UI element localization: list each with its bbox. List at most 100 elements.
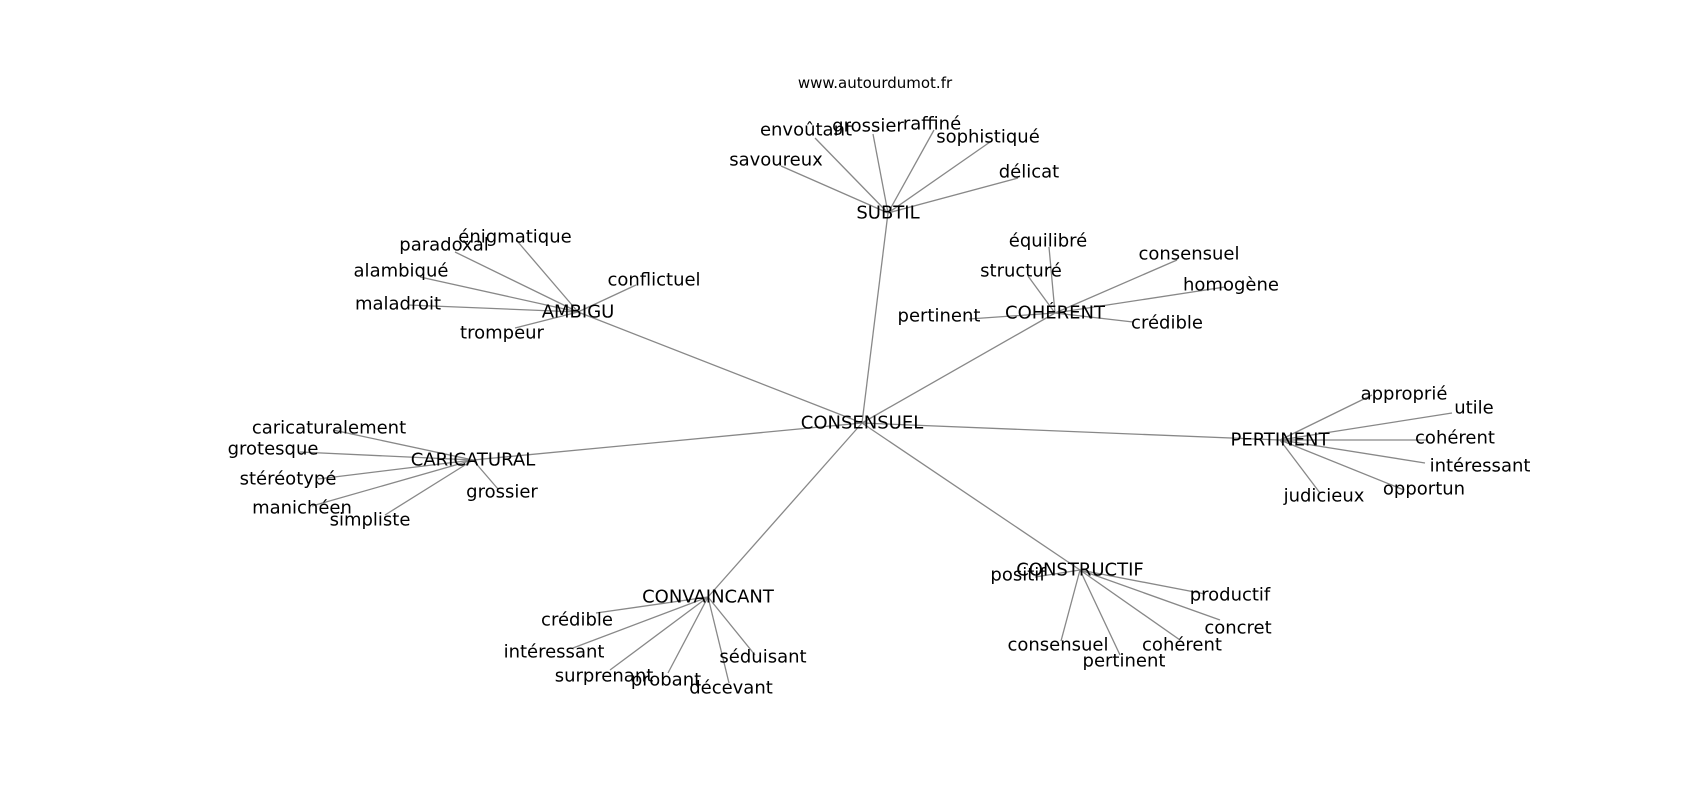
edge-coherent-equilibre <box>1048 246 1056 314</box>
edge-center-convaincant <box>707 422 863 598</box>
hub-node-subtil[interactable]: SUBTIL <box>856 203 919 224</box>
edge-coherent-pertinent <box>968 312 1056 320</box>
leaf-node-constructif-concret[interactable]: concret <box>1204 618 1271 639</box>
leaf-node-caricatural-grotesque[interactable]: grotesque <box>228 439 319 460</box>
leaf-node-ambigu-trompeur[interactable]: trompeur <box>460 323 545 344</box>
leaf-node-constructif-productif[interactable]: productif <box>1190 585 1271 606</box>
leaf-node-ambigu-alambique[interactable]: alambiqué <box>354 261 449 282</box>
edge-subtil-sophistique <box>887 141 991 214</box>
edge-coherent-consensuel <box>1054 259 1178 314</box>
leaf-node-subtil-envoutant[interactable]: envoûtant <box>760 120 852 141</box>
hub-node-constructif[interactable]: CONSTRUCTIF <box>1016 560 1144 581</box>
leaf-node-subtil-raffine[interactable]: raffiné <box>903 114 961 135</box>
edge-center-coherent <box>861 312 1056 424</box>
edge-ambigu-alambique <box>419 276 579 313</box>
leaf-node-convaincant-decevant[interactable]: décevant <box>689 678 773 699</box>
leaf-node-pertinent-utile[interactable]: utile <box>1454 398 1494 419</box>
leaf-node-subtil-delicat[interactable]: délicat <box>999 162 1060 183</box>
edge-subtil-grossier <box>872 133 889 214</box>
leaf-node-pertinent-opportun[interactable]: opportun <box>1383 479 1465 500</box>
edge-pertinent-judicieux <box>1279 439 1321 494</box>
edge-convaincant-decevant <box>707 596 730 684</box>
edge-convaincant-probant <box>667 596 709 674</box>
leaf-node-constructif-coherent[interactable]: cohérent <box>1142 635 1222 656</box>
edge-coherent-structure <box>1027 275 1056 314</box>
edge-center-ambigu <box>577 311 863 424</box>
edge-center-constructif <box>861 422 1081 571</box>
edge-constructif-productif <box>1079 569 1206 595</box>
edge-convaincant-interessant <box>572 596 709 649</box>
leaf-node-constructif-pertinent[interactable]: pertinent <box>1083 651 1166 672</box>
edge-layer <box>299 129 1453 684</box>
edge-center-pertinent <box>861 422 1281 441</box>
leaf-node-convaincant-credible[interactable]: crédible <box>541 610 613 631</box>
edge-ambigu-maladroit <box>407 304 579 313</box>
leaf-node-subtil-savoureux[interactable]: savoureux <box>729 150 823 171</box>
edge-constructif-pertinent <box>1079 569 1121 656</box>
edge-subtil-savoureux <box>780 165 889 214</box>
hub-node-caricatural[interactable]: CARICATURAL <box>411 450 535 471</box>
edge-center-subtil <box>861 212 889 424</box>
hub-node-coherent[interactable]: COHÉRENT <box>1005 302 1106 324</box>
edge-constructif-positif <box>1034 569 1081 578</box>
leaf-node-ambigu-paradoxal[interactable]: paradoxal <box>399 235 488 256</box>
hub-node-ambigu[interactable]: AMBIGU <box>542 302 615 323</box>
edge-subtil-delicat <box>887 177 1019 214</box>
leaf-node-caricatural-manicheen[interactable]: manichéen <box>252 498 352 519</box>
edge-pertinent-opportun <box>1279 439 1405 491</box>
label-layer: CONSENSUELSUBTILenvoûtantgrossierraffiné… <box>228 114 1531 699</box>
leaf-node-pertinent-approprie[interactable]: approprié <box>1361 384 1448 405</box>
leaf-node-pertinent-interessant[interactable]: intéressant <box>1430 456 1531 477</box>
edge-center-caricatural <box>472 422 863 461</box>
edge-caricatural-grossier <box>472 459 499 490</box>
leaf-node-convaincant-probant[interactable]: probant <box>631 670 701 691</box>
edge-caricatural-stereotype <box>317 459 474 480</box>
edge-subtil-envoutant <box>814 137 889 214</box>
edge-pertinent-utile <box>1279 412 1453 441</box>
hub-node-pertinent[interactable]: PERTINENT <box>1230 430 1330 451</box>
edge-caricatural-simpliste <box>384 459 474 516</box>
leaf-node-constructif-consensuel[interactable]: consensuel <box>1007 635 1108 656</box>
leaf-node-subtil-grossier[interactable]: grossier <box>832 116 904 137</box>
edge-caricatural-grotesque <box>299 451 474 461</box>
leaf-node-pertinent-judicieux[interactable]: judicieux <box>1283 486 1365 507</box>
edge-constructif-coherent <box>1079 569 1181 641</box>
edge-ambigu-paradoxal <box>454 251 579 313</box>
leaf-node-caricatural-caricaturalement[interactable]: caricaturalement <box>252 418 406 439</box>
edge-ambigu-conflictuel <box>577 284 637 313</box>
leaf-node-ambigu-conflictuel[interactable]: conflictuel <box>607 270 700 291</box>
hub-node-convaincant[interactable]: CONVAINCANT <box>642 587 775 608</box>
edge-caricatural-manicheen <box>311 459 474 507</box>
center-node[interactable]: CONSENSUEL <box>801 413 923 434</box>
leaf-node-caricatural-stereotype[interactable]: stéréotypé <box>240 469 337 490</box>
leaf-node-ambigu-maladroit[interactable]: maladroit <box>355 294 441 315</box>
leaf-node-convaincant-seduisant[interactable]: séduisant <box>719 647 806 668</box>
leaf-node-coherent-homogene[interactable]: homogène <box>1183 275 1279 296</box>
leaf-node-constructif-positif[interactable]: positif <box>990 565 1046 586</box>
edge-pertinent-interessant <box>1279 439 1426 464</box>
leaf-node-subtil-sophistique[interactable]: sophistiqué <box>936 127 1040 148</box>
edge-caricatural-caricaturalement <box>332 429 474 461</box>
edge-constructif-consensuel <box>1060 569 1081 642</box>
edge-convaincant-surprenant <box>609 596 709 671</box>
leaf-node-convaincant-interessant[interactable]: intéressant <box>504 642 605 663</box>
source-credit: www.autourdumot.fr <box>798 74 953 92</box>
edge-coherent-homogene <box>1054 286 1226 314</box>
leaf-node-pertinent-coherent[interactable]: cohérent <box>1415 428 1495 449</box>
leaf-node-coherent-credible[interactable]: crédible <box>1131 313 1203 334</box>
leaf-node-caricatural-simpliste[interactable]: simpliste <box>330 510 411 531</box>
edge-constructif-concret <box>1079 569 1221 621</box>
edge-convaincant-credible <box>595 596 709 614</box>
leaf-node-ambigu-enigmatique[interactable]: énigmatique <box>458 227 571 248</box>
edge-ambigu-enigmatique <box>517 241 579 313</box>
leaf-node-caricatural-grossier[interactable]: grossier <box>466 482 538 503</box>
edge-pertinent-approprie <box>1279 394 1373 441</box>
leaf-node-coherent-structure[interactable]: structuré <box>980 261 1062 282</box>
edge-subtil-raffine <box>887 129 935 214</box>
leaf-node-coherent-pertinent[interactable]: pertinent <box>898 306 981 327</box>
leaf-node-convaincant-surprenant[interactable]: surprenant <box>555 666 654 687</box>
leaf-node-coherent-equilibre[interactable]: équilibré <box>1009 231 1087 252</box>
edge-convaincant-seduisant <box>707 596 756 656</box>
leaf-node-coherent-consensuel[interactable]: consensuel <box>1138 244 1239 265</box>
